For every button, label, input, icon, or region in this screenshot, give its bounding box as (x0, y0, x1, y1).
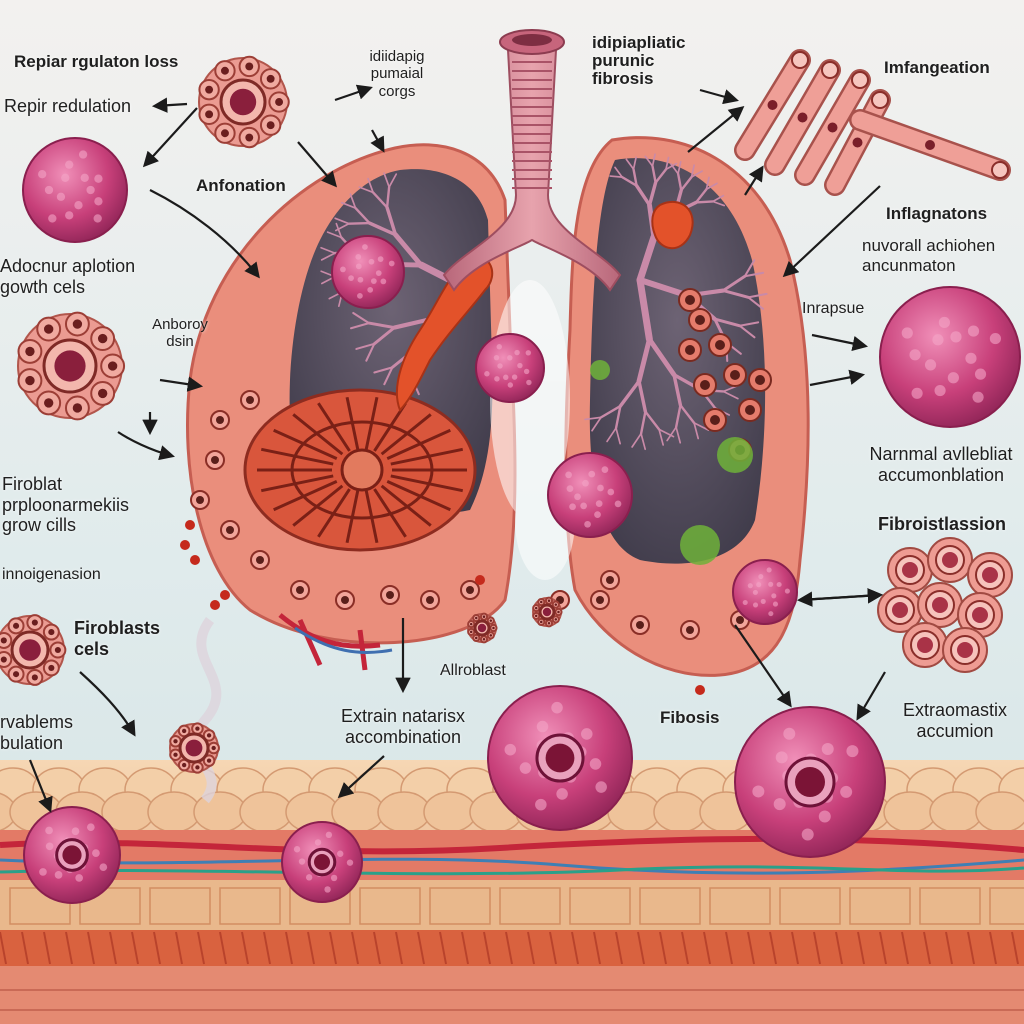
arrow-title-right (687, 106, 745, 153)
label-allroblast: Allroblast (440, 662, 506, 679)
tube (917, 582, 963, 628)
cell-cluster (17, 311, 126, 421)
trachea-rings (512, 61, 552, 189)
label-anfonation: Anfonation (196, 176, 286, 195)
label-inflagnatons: Inflagnatons (886, 204, 988, 223)
fibrotic-patch-left (396, 256, 494, 412)
arrow-idiopathic (334, 84, 373, 102)
floor (0, 966, 1024, 1024)
arrow-extraomastix (856, 671, 886, 721)
arrows (28, 84, 886, 813)
fibroblast-cell (23, 806, 121, 904)
trachea (442, 29, 622, 292)
cell-cluster (532, 596, 563, 628)
arrow-inflagnatons (782, 185, 881, 278)
arrow-anfonation-2 (297, 141, 338, 188)
label-idiopathic-lung: idiidapig pumaial corgs (369, 48, 425, 100)
cell-cluster (467, 612, 498, 644)
fibroblast-cell (547, 452, 633, 538)
honeycomb-region (243, 388, 477, 552)
vessel-tube (764, 59, 841, 176)
green-patch (590, 360, 610, 380)
tube (887, 547, 933, 593)
tube (957, 592, 1003, 638)
label-inrapsue: Inrapsue (802, 300, 865, 317)
label-fibroblat-prolifer: Firoblat prploonarmekiis grow cills (2, 474, 130, 536)
fibroblast-cell (475, 333, 545, 403)
cell-cluster (169, 722, 220, 774)
arrow-title (699, 88, 739, 105)
arrow-fibosis (734, 624, 792, 708)
label-innogenasion: innoigenasion (2, 566, 101, 583)
arrow-to-cell (809, 369, 866, 387)
label-repair-regulation-loss: Repiar rgulaton loss (14, 52, 179, 71)
green-patch (680, 525, 720, 565)
vessel-tubes (734, 49, 1013, 673)
arrow-cluster-down (117, 431, 175, 461)
fibroblast-cell (734, 706, 886, 858)
label-extraomastix: Extraomastix accumion (902, 700, 1008, 741)
fibroblast-cell (732, 559, 798, 625)
tube (967, 552, 1013, 598)
tube (902, 622, 948, 668)
smoke-wisp (190, 617, 222, 804)
alveolar-rings (590, 288, 772, 565)
label-vablems-bulation: rvablems bulation (0, 712, 74, 753)
tube (942, 627, 988, 673)
lungs (180, 136, 810, 695)
arrow-idiopathic-2 (370, 129, 385, 153)
label-narmal-avllebliat: Narnmal avllebliat accumonblation (869, 444, 1013, 485)
arrow-extrain (337, 755, 385, 799)
double-arrow (796, 588, 884, 607)
cell-clusters (0, 55, 563, 774)
arrow-to-lung-left (149, 189, 260, 279)
tube (927, 537, 973, 583)
label-adocnur-aplotion: Adocnur aplotion gowth cels (0, 256, 136, 297)
tube (877, 587, 923, 633)
label-extrain-natarisx: Extrain natarisx accombination (340, 706, 466, 747)
fibroblast-cell (879, 286, 1021, 428)
arrow-inrapsue (811, 333, 869, 352)
green-patch (717, 437, 753, 473)
fibroblast-cell (281, 821, 363, 903)
label-fibroblasts-cels: Firoblasts cels (74, 618, 161, 659)
label-fibosis: Fibosis (660, 708, 720, 727)
arrow-fibroblasts (79, 671, 136, 737)
label-fibroistlassion: Fibroistlassion (878, 514, 1007, 534)
arrow-tubes (744, 165, 764, 196)
vessel-tube (849, 109, 1011, 181)
tissue-stripes (0, 887, 1024, 965)
vessel-tube (794, 69, 871, 186)
diagram-title: idipiapliatic purunic fibrosis (592, 33, 686, 88)
label-nuvoral-achiohen: nuvorall achiohen ancunmaton (862, 236, 996, 275)
cell-cluster (198, 55, 290, 149)
fibroblast-cell (331, 235, 405, 309)
fibroblast-cell (22, 137, 128, 243)
arrow-repair (151, 97, 188, 113)
honeycomb-cells (257, 396, 467, 544)
label-anboroy-dsin: Anboroy dsin (152, 316, 208, 351)
fibroblast-cell (487, 685, 633, 831)
vessel-tube (734, 49, 811, 161)
arrow-cluster-right (159, 376, 204, 392)
label-repair-redulation: Repir redulation (4, 96, 132, 116)
label-infangeation: Imfangeation (884, 58, 990, 77)
fibrotic-patch-right (651, 200, 694, 250)
arrow-vablems (28, 759, 53, 813)
cell-cluster (0, 614, 67, 686)
arrow-anfonation-1 (142, 107, 198, 168)
fibroblast-cells (22, 137, 1021, 904)
